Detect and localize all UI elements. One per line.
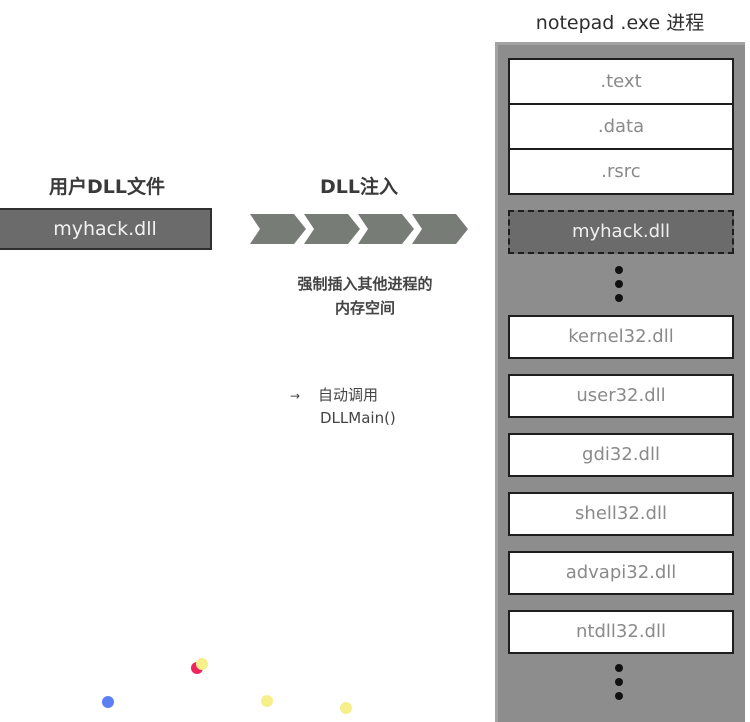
desc-line-2: 内存空间 [334, 299, 395, 317]
dllmain-label: DLLMain() [320, 409, 396, 427]
module-shell32: shell32.dll [508, 492, 734, 536]
dll-injection-label: DLL注入 [320, 176, 398, 198]
blue-dot-decoration [102, 696, 114, 708]
pe-sections: .text .data .rsrc [508, 58, 734, 195]
ellipsis-dots-icon [613, 266, 625, 308]
auto-call-note: → 自动调用 DLLMain() [290, 384, 450, 429]
yellow-dot-decoration [261, 695, 273, 707]
injected-dll-box: myhack.dll [508, 210, 734, 254]
user-dll-file-label: 用户DLL文件 [49, 176, 165, 198]
module-advapi32: advapi32.dll [508, 551, 734, 595]
injection-arrows [250, 212, 470, 246]
yellow-dot-decoration [340, 702, 352, 714]
module-gdi32: gdi32.dll [508, 433, 734, 477]
section-rsrc: .rsrc [601, 161, 641, 182]
auto-call-label: 自动调用 [318, 386, 379, 404]
module-kernel32: kernel32.dll [508, 315, 734, 359]
section-text: .text [510, 60, 732, 105]
yellow-dot-decoration [196, 658, 208, 670]
module-user32: user32.dll [508, 374, 734, 418]
ellipsis-dots-icon [613, 664, 625, 706]
arrow-right-icon: → [290, 389, 301, 403]
process-title: notepad .exe 进程 [535, 12, 705, 34]
module-ntdll32: ntdll32.dll [508, 610, 734, 654]
desc-line-1: 强制插入其他进程的 [297, 275, 433, 293]
section-data: .data [510, 105, 732, 150]
chevron-arrows-icon [250, 214, 468, 244]
source-dll-box: myhack.dll [0, 208, 212, 250]
injection-description: 强制插入其他进程的 内存空间 [250, 272, 480, 320]
